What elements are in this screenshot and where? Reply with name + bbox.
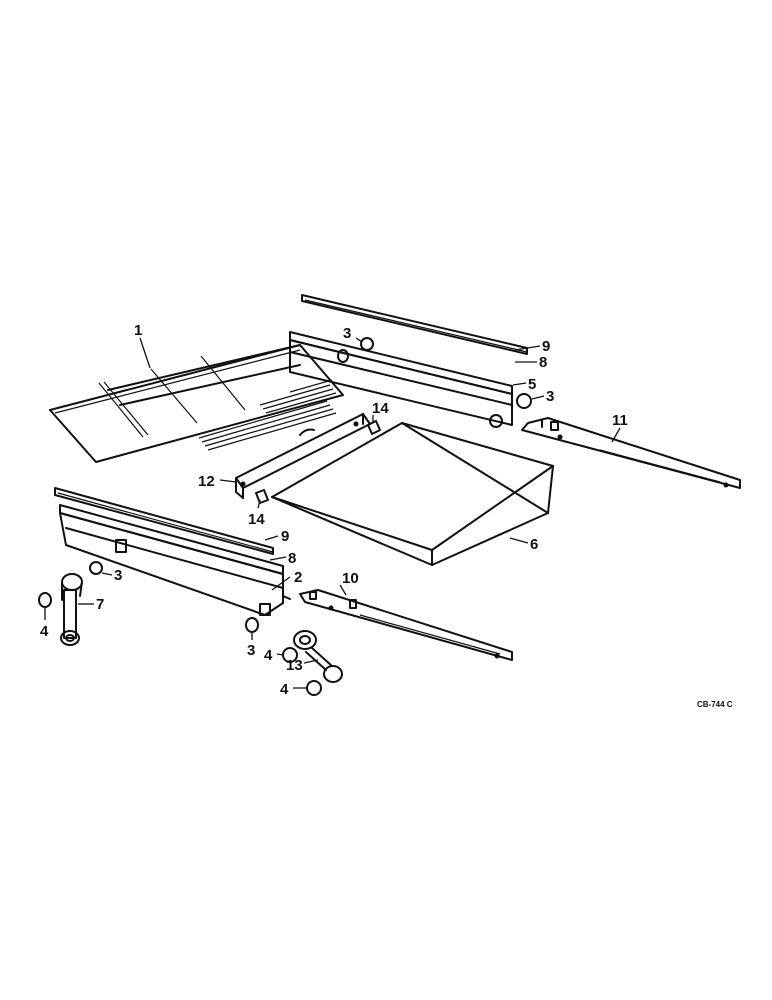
leader-lines xyxy=(44,337,621,689)
part-5-right-side-sheet xyxy=(289,339,513,428)
part-9-right-strip xyxy=(301,294,528,355)
drawing-code: CB-744 C xyxy=(697,700,733,709)
part-14-clip-upper xyxy=(367,420,381,435)
callout-7: 7 xyxy=(96,596,104,613)
callout-3-upper-a: 3 xyxy=(343,325,351,342)
bushing-4-center-b xyxy=(306,680,322,696)
callout-1: 1 xyxy=(134,322,142,339)
part-9-left-strip xyxy=(54,487,274,555)
part-7-pitman-arm xyxy=(60,573,83,646)
callout-labels: 1 3 9 8 5 3 11 14 12 14 6 9 8 2 3 7 4 10… xyxy=(40,322,628,698)
callout-4-left: 4 xyxy=(40,623,49,640)
callout-5: 5 xyxy=(528,376,536,393)
callout-4-center-a: 4 xyxy=(264,647,273,664)
callout-11: 11 xyxy=(612,412,628,429)
part-10-left-hanger xyxy=(299,589,513,661)
bushing-4-left xyxy=(38,592,52,608)
callout-14-lower: 14 xyxy=(248,511,265,528)
sieve-louvers xyxy=(198,379,337,451)
callout-13: 13 xyxy=(286,657,303,674)
bushing-3-left-b xyxy=(245,617,259,633)
part-14-clip-lower xyxy=(255,489,269,504)
callout-3-upper-b: 3 xyxy=(546,388,554,405)
bushing-3-upper-right-a xyxy=(360,337,374,351)
part-11-right-hanger xyxy=(521,417,741,489)
callout-2: 2 xyxy=(294,569,302,586)
callout-9-lower: 9 xyxy=(281,528,289,545)
part-2-left-side-sheet xyxy=(59,512,291,616)
callout-8-upper: 8 xyxy=(539,354,547,371)
callout-9-upper: 9 xyxy=(542,338,550,355)
callout-12: 12 xyxy=(198,473,215,490)
callout-3-left-b: 3 xyxy=(247,642,255,659)
part-1-sieve-frame xyxy=(49,344,344,463)
callout-4-center-b: 4 xyxy=(280,681,289,698)
bushing-3-left-a xyxy=(89,561,103,575)
callout-14-upper: 14 xyxy=(372,400,389,417)
callout-6: 6 xyxy=(530,536,538,553)
callout-10: 10 xyxy=(342,570,359,587)
callout-8-lower: 8 xyxy=(288,550,296,567)
part-6-grain-pan xyxy=(271,422,554,566)
bushing-3-upper-right-b xyxy=(516,393,532,409)
callout-3-left-a: 3 xyxy=(114,567,122,584)
